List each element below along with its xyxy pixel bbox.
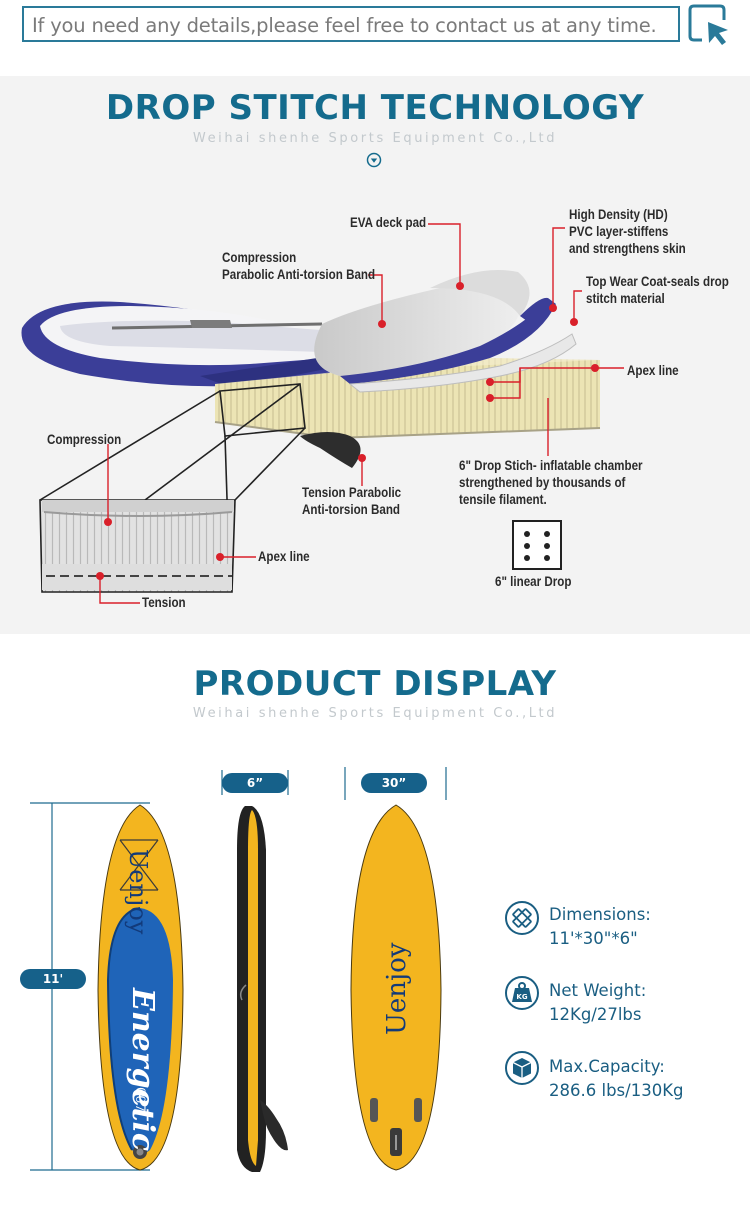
board-side-view <box>237 806 288 1172</box>
width-pill: 30” <box>361 773 427 793</box>
ruler-icon <box>505 901 539 935</box>
section-title: DROP STITCH TECHNOLOGY <box>105 88 645 128</box>
box-icon <box>505 1051 539 1085</box>
spec-capacity-label: Max.Capacity: <box>549 1057 665 1076</box>
spec-dimensions-value: 11'*30"*6" <box>549 929 638 948</box>
board-top-brand: Uenjoy <box>124 849 152 935</box>
length-pill: 11' <box>20 969 86 989</box>
label-hd-pvc-2: PVC layer-stiffens <box>569 224 669 239</box>
label-apex-line-left: Apex line <box>258 549 310 564</box>
label-tension-band-2: Anti-torsion Band <box>302 502 401 517</box>
label-topwear-1: Top Wear Coat-seals drop <box>586 274 729 289</box>
label-tension: Tension <box>142 595 186 610</box>
drop-stitch-diagram <box>21 223 624 604</box>
section-subtitle: Weihai shenhe Sports Equipment Co.,Ltd <box>192 131 558 146</box>
label-drop-stitch-2: strengthened by thousands of <box>459 475 626 490</box>
board-top-model-number: 007 <box>132 1087 147 1112</box>
product-title: PRODUCT DISPLAY <box>193 664 557 704</box>
label-apex-line-right: Apex line <box>627 363 679 378</box>
label-drop-stitch-1: 6" Drop Stich- inflatable chamber <box>459 458 643 473</box>
spec-weight-label: Net Weight: <box>549 981 647 1000</box>
click-cursor-icon[interactable] <box>686 2 732 48</box>
label-hd-pvc-1: High Density (HD) <box>569 207 668 222</box>
contact-message: If you need any details,please feel free… <box>32 14 657 37</box>
chevron-down-icon <box>366 152 382 168</box>
label-eva-deck-pad: EVA deck pad <box>350 215 427 230</box>
label-topwear-2: stitch material <box>586 291 665 306</box>
product-subtitle: Weihai shenhe Sports Equipment Co.,Ltd <box>192 706 558 721</box>
thickness-pill: 6” <box>222 773 288 793</box>
label-compression: Compression <box>47 432 122 447</box>
svg-text:KG: KG <box>516 993 527 1001</box>
drop-stitch-section: DROP STITCH TECHNOLOGY Weihai shenhe Spo… <box>0 76 750 634</box>
label-compression-band-1: Compression <box>222 250 297 265</box>
spec-capacity-value: 286.6 lbs/130Kg <box>549 1081 684 1100</box>
kg-weight-icon: KG <box>505 976 539 1010</box>
board-bottom-view <box>350 804 442 1171</box>
label-hd-pvc-3: and strengthens skin <box>569 241 686 256</box>
label-linear-drop: 6" linear Drop <box>495 574 572 589</box>
spec-weight-value: 12Kg/27lbs <box>549 1005 642 1024</box>
label-compression-band-2: Parabolic Anti-torsion Band <box>222 267 376 282</box>
board-top-view <box>97 804 184 1171</box>
spec-dimensions-label: Dimensions: <box>549 905 651 924</box>
board-bottom-brand: Uenjoy <box>382 942 412 1035</box>
board-top-model: Energetic <box>125 988 160 1152</box>
label-tension-band-1: Tension Parabolic <box>302 485 402 500</box>
label-drop-stitch-3: tensile filament. <box>459 492 547 507</box>
contact-banner[interactable]: If you need any details,please feel free… <box>22 6 680 42</box>
